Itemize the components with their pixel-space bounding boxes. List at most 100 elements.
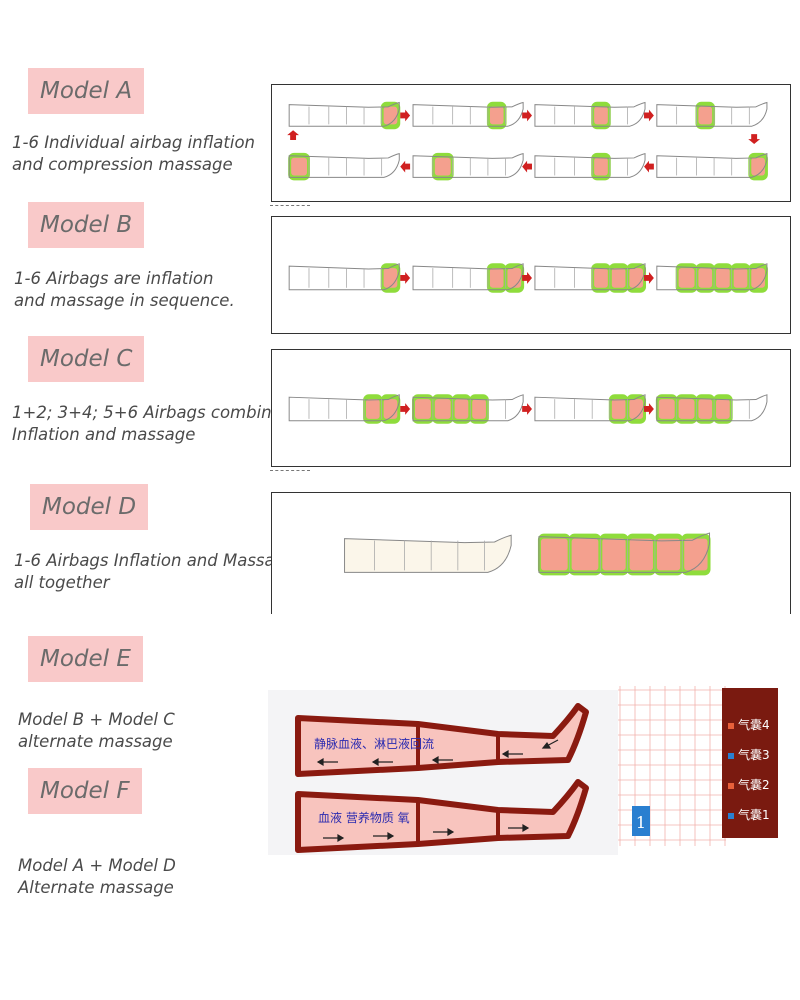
model-c-sequence-diagram — [288, 394, 768, 424]
leg-sleeve-icon — [288, 152, 400, 181]
model-b-desc-line-2: and massage in sequence. — [14, 291, 235, 310]
legend-swatch-icon — [728, 752, 734, 759]
legend-label: 气囊1 — [738, 808, 770, 822]
airbag-inflation-icon — [656, 538, 681, 571]
arrow-right-icon — [644, 109, 654, 122]
model-d-sequence-diagram — [344, 532, 711, 576]
leg-sleeve-icon — [534, 101, 646, 130]
lower-leg-icon — [295, 779, 589, 853]
model-f-description: Model A + Model D Alternate massage — [18, 855, 176, 899]
leg-sleeve-icon — [656, 101, 768, 130]
model-e-desc-line-2: alternate massage — [18, 732, 173, 751]
model-c-panel — [271, 349, 791, 467]
circulation-diagram: 静脉血液、淋巴液回流 血液 营养物质 氧 — [268, 690, 618, 855]
airbag-inflation-icon — [629, 399, 644, 419]
model-f-badge: Model F — [28, 768, 142, 814]
arrow-right-icon — [644, 272, 654, 284]
arrow-right-icon — [644, 403, 654, 415]
divider — [270, 205, 310, 206]
leg-circulation-svg: 静脉血液、淋巴液回流 血液 营养物质 氧 — [295, 703, 589, 853]
airbag-inflation-icon — [571, 538, 599, 571]
airbag-inflation-icon — [658, 399, 675, 419]
model-a-description: 1-6 Individual airbag inflation and comp… — [12, 132, 255, 176]
model-d-badge: Model D — [30, 484, 149, 530]
legend-item-2: 气囊2 — [728, 776, 770, 793]
model-a-badge: Model A — [28, 68, 145, 114]
model-e-badge: Model E — [28, 636, 143, 682]
airbag-inflation-icon — [716, 268, 730, 288]
lower-leg-label: 血液 营养物质 氧 — [318, 810, 410, 825]
airbag-inflation-icon — [594, 106, 608, 125]
arrow-right-icon — [522, 403, 532, 415]
leg-sleeve-icon — [288, 101, 401, 130]
model-c-description: 1+2; 3+4; 5+6 Airbags combine Inflation … — [12, 402, 282, 446]
airbag-inflation-icon — [611, 399, 626, 419]
airbag-inflation-icon — [507, 268, 522, 288]
leg-sleeve-icon — [412, 394, 524, 424]
arrow-right-icon — [400, 403, 411, 415]
airbag-inflation-icon — [434, 157, 451, 176]
legend-item-1: 气囊1 — [728, 806, 770, 823]
airbag-inflation-icon — [383, 399, 398, 419]
model-a-panel — [271, 84, 791, 202]
airbag-inflation-icon — [733, 268, 748, 288]
model-f-desc-line-2: Alternate massage — [18, 878, 174, 897]
leg-sleeve-icon — [534, 394, 647, 424]
airbag-inflation-icon — [698, 106, 713, 125]
divider — [270, 470, 310, 471]
leg-sleeve-icon — [534, 263, 647, 293]
leg-sleeve-icon — [412, 263, 525, 293]
arrow-right-icon — [522, 109, 532, 122]
airbag-inflation-icon — [489, 106, 504, 125]
model-a-desc-line-2: and compression massage — [12, 155, 233, 174]
airbag-inflation-icon — [434, 399, 451, 419]
airbag-inflation-icon — [454, 399, 469, 419]
legend-swatch-icon — [728, 782, 734, 789]
airbag-inflation-icon — [629, 538, 653, 571]
legend-label: 气囊3 — [738, 748, 770, 762]
airbag-inflation-icon — [594, 157, 608, 176]
airbag-inflation-icon — [629, 268, 644, 288]
model-a-desc-line-1: 1-6 Individual airbag inflation — [12, 133, 255, 152]
arrow-left-icon — [400, 160, 411, 173]
arrow-right-icon — [400, 109, 411, 122]
airbag-inflation-icon — [540, 538, 568, 571]
model-a-sequence-diagram — [287, 101, 768, 181]
airbag-inflation-icon — [383, 106, 398, 125]
model-c-badge: Model C — [28, 336, 145, 382]
model-b-sequence-diagram — [288, 263, 768, 293]
leg-sleeve-icon — [344, 534, 512, 573]
leg-sleeve-icon — [537, 532, 711, 576]
model-b-badge: Model B — [28, 202, 145, 248]
airbag-inflation-icon — [684, 538, 708, 571]
upper-leg-icon — [295, 703, 589, 777]
model-c-desc-line-2: Inflation and massage — [12, 425, 196, 444]
leg-sleeve-icon — [656, 152, 768, 181]
legend-item-3: 气囊3 — [728, 746, 770, 763]
airbag-inflation-icon — [415, 399, 431, 419]
airbag-inflation-icon — [366, 399, 380, 419]
airbag-inflation-icon — [716, 399, 730, 419]
airbag-inflation-icon — [383, 268, 398, 288]
arrow-left-icon — [522, 160, 532, 173]
legend-swatch-icon — [728, 722, 734, 729]
arrow-right-icon — [522, 272, 532, 284]
model-b-panel — [271, 216, 791, 334]
model-d-desc-line-1: 1-6 Airbags Inflation and Massage — [14, 551, 296, 570]
airbag-inflation-icon — [291, 157, 308, 176]
legend-item-4: 气囊4 — [728, 716, 770, 733]
leg-sleeve-icon — [412, 101, 524, 130]
model-f-desc-line-1: Model A + Model D — [18, 856, 176, 875]
airbag-1-bar: 1 — [632, 806, 650, 836]
airbag-inflation-icon — [611, 268, 626, 288]
leg-sleeve-icon — [655, 394, 768, 424]
airbag-inflation-icon — [698, 268, 713, 288]
model-d-panel — [271, 492, 791, 614]
arrow-right-icon — [400, 272, 411, 284]
legend-label: 气囊4 — [738, 718, 770, 732]
model-b-description: 1-6 Airbags are inflation and massage in… — [14, 268, 235, 312]
airbag-legend: 气囊4 气囊3 气囊2 气囊1 — [722, 688, 778, 838]
arrow-up-icon — [287, 130, 299, 141]
legend-swatch-icon — [728, 812, 734, 819]
leg-sleeve-icon — [412, 152, 524, 181]
